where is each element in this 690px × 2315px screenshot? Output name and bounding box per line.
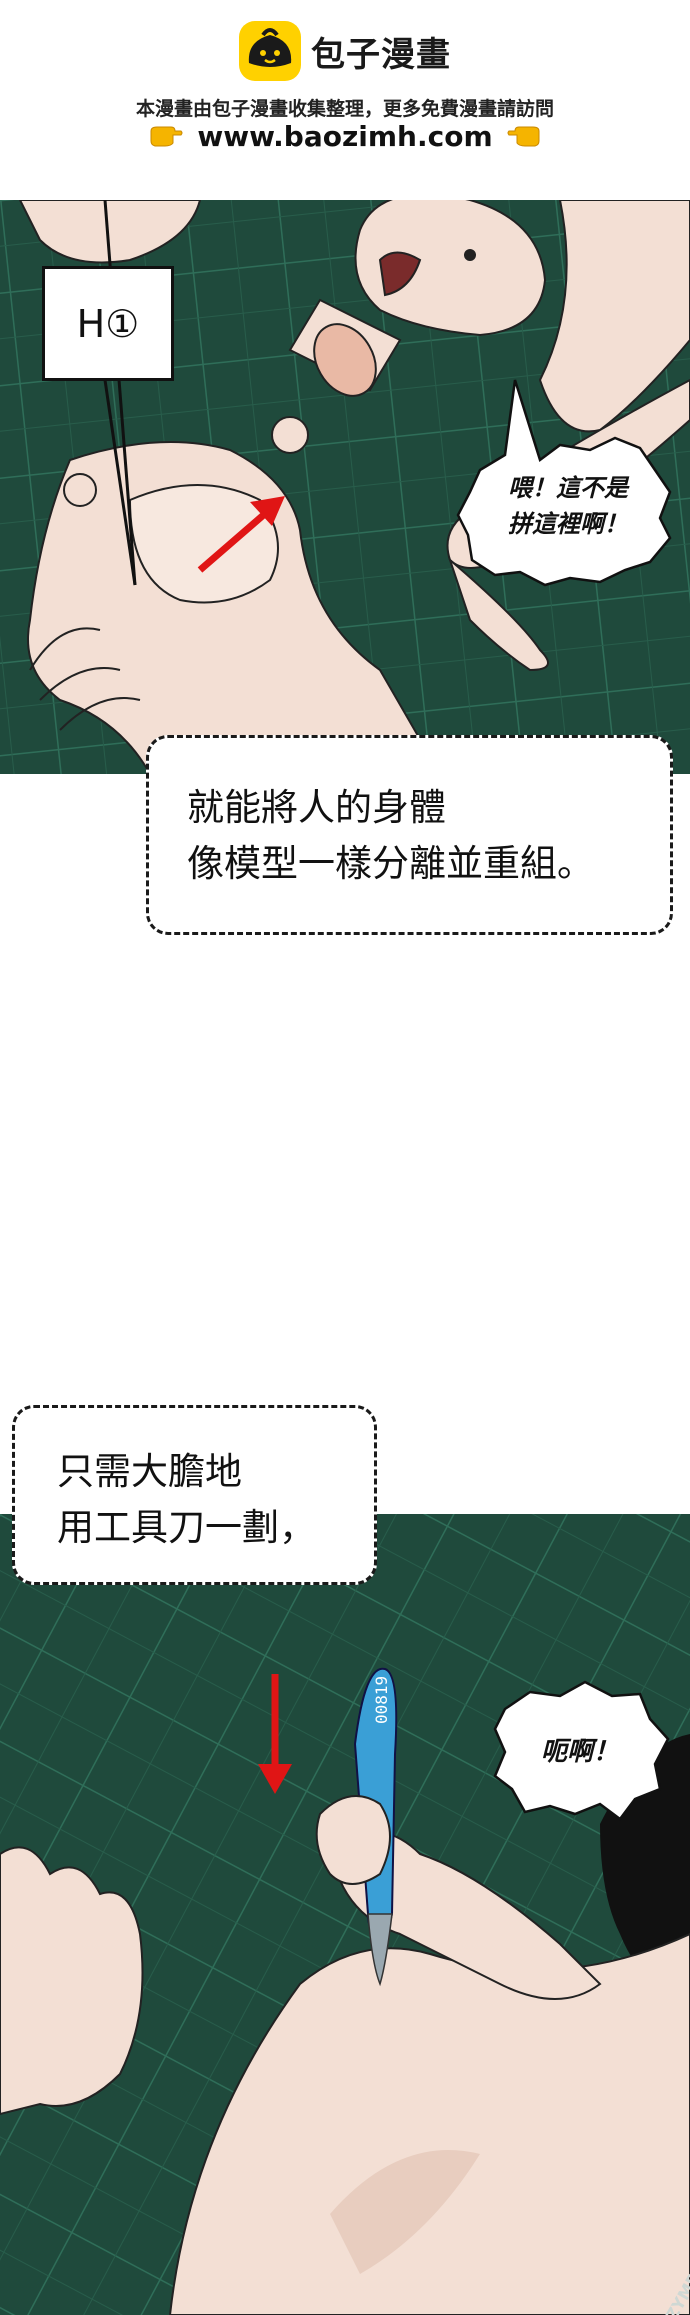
url-row[interactable]: www.baozimh.com [0, 116, 690, 156]
site-name: 包子漫畫 [311, 34, 451, 75]
header-subtitle: 本漫畫由包子漫畫收集整理，更多免費漫畫請訪問 [135, 98, 554, 120]
narration-caption-1: 就能將人的身體 像模型一樣分離並重組。 [146, 735, 673, 935]
pointing-hand-left-icon [507, 126, 540, 147]
caption-line: 只需大膽地 [57, 1450, 242, 1493]
knife-serial-text: 00819 [372, 1675, 391, 1724]
comic-panel-2: 00819 呃啊！ ZYMB.com [0, 1514, 690, 2315]
panel-1-art [0, 200, 690, 774]
caption-line: 用工具刀一劃， [57, 1506, 316, 1549]
comic-panel-1: H① 喂！這不是 拼這裡啊！ [0, 200, 690, 774]
speech-bubble-1: 喂！這不是 拼這裡啊！ [468, 470, 668, 542]
logo-icon [239, 21, 301, 81]
caption-line: 像模型一樣分離並重組。 [187, 842, 594, 885]
pointing-hand-right-icon [150, 126, 183, 147]
site-url-link[interactable]: www.baozimh.com [197, 119, 493, 153]
caption-line: 就能將人的身體 [187, 786, 446, 829]
speech-line: 拼這裡啊！ [508, 510, 628, 538]
narration-caption-2: 只需大膽地 用工具刀一劃， [12, 1405, 377, 1585]
speech-line: 喂！這不是 [508, 474, 628, 502]
panel-2-art [0, 1514, 690, 2315]
site-header: 包子漫畫 [0, 16, 690, 86]
speech-bubble-2: 呃啊！ [540, 1737, 619, 1767]
red-arrow-down-icon [258, 1674, 292, 1794]
red-arrow-up-right-icon [197, 496, 285, 573]
part-label-box: H① [42, 266, 174, 381]
